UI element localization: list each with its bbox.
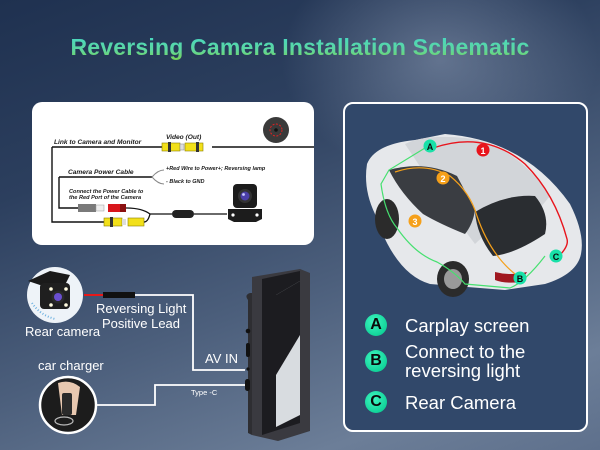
legend-badge-b: B — [365, 350, 387, 372]
av-jack-icon — [263, 117, 289, 143]
legend-item-reversing-light: B Connect to the reversing light — [365, 342, 525, 380]
reversing-lead-line1: Reversing Light — [96, 301, 187, 316]
rear-camera-label: Rear camera — [25, 324, 101, 339]
legend-text: Connect to the reversing light — [405, 342, 525, 380]
legend-text-line2: reversing light — [405, 360, 521, 381]
av-in-label: AV IN — [205, 351, 238, 366]
car-routing-card: A 1 2 3 C B A Carplay screen B C — [343, 102, 588, 432]
legend-item-rear-camera: C Rear Camera — [365, 391, 516, 413]
link-label: Link to Camera and Monitor — [54, 139, 142, 146]
connect-note-line2: the Red Port of the Camera — [69, 195, 142, 201]
type-c-label: Type -C — [191, 388, 218, 397]
svg-text:A: A — [427, 142, 434, 152]
legend-item-carplay-screen: A Carplay screen — [365, 314, 529, 336]
legend-text-line1: Carplay screen — [405, 314, 530, 336]
car-illustration: A 1 2 3 C B — [366, 134, 582, 297]
svg-text:B: B — [517, 274, 524, 284]
car-charger-photo — [38, 375, 98, 435]
marker-c: C — [549, 249, 563, 263]
black-wire-note: - Black to GND — [166, 179, 205, 185]
legend-text-line1: Connect to the — [405, 341, 526, 362]
svg-text:C: C — [553, 252, 560, 262]
legend-text: Rear Camera — [405, 393, 516, 412]
wiring-lines — [51, 117, 314, 227]
connect-note-line1: Connect the Power Cable to — [69, 189, 144, 195]
red-wire-note: +Red Wire to Power+; Reversing lamp — [166, 166, 266, 172]
marker-3: 3 — [408, 214, 422, 228]
marker-a: A — [423, 139, 437, 153]
reversing-lead-label: Reversing Light Positive Lead — [96, 301, 186, 331]
legend-text-line1: Rear Camera — [405, 391, 517, 413]
svg-text:3: 3 — [412, 217, 417, 227]
legend-badge-a: A — [365, 314, 387, 336]
connection-lines — [27, 267, 310, 441]
svg-text:1: 1 — [480, 146, 485, 156]
marker-b: B — [513, 271, 527, 285]
mini-camera-icon — [228, 184, 262, 222]
legend-badge-c: C — [365, 391, 387, 413]
legend-text: Carplay screen — [405, 316, 529, 335]
page-title: Reversing Camera Installation Schematic — [0, 34, 600, 61]
power-cable-label: Camera Power Cable — [68, 169, 134, 176]
svg-text:2: 2 — [440, 174, 445, 184]
carplay-monitor-device — [245, 269, 310, 441]
wiring-diagram-card: Link to Camera and Monitor Video (Out) C… — [32, 102, 314, 245]
rear-camera-photo — [27, 267, 83, 323]
connect-note: Connect the Power Cable to the Red Port … — [69, 189, 143, 201]
reversing-lead-line2: Positive Lead — [101, 316, 181, 331]
car-charger-label: car charger — [38, 358, 104, 373]
video-out-label: Video (Out) — [166, 134, 202, 141]
marker-1: 1 — [476, 143, 490, 157]
marker-2: 2 — [436, 171, 450, 185]
